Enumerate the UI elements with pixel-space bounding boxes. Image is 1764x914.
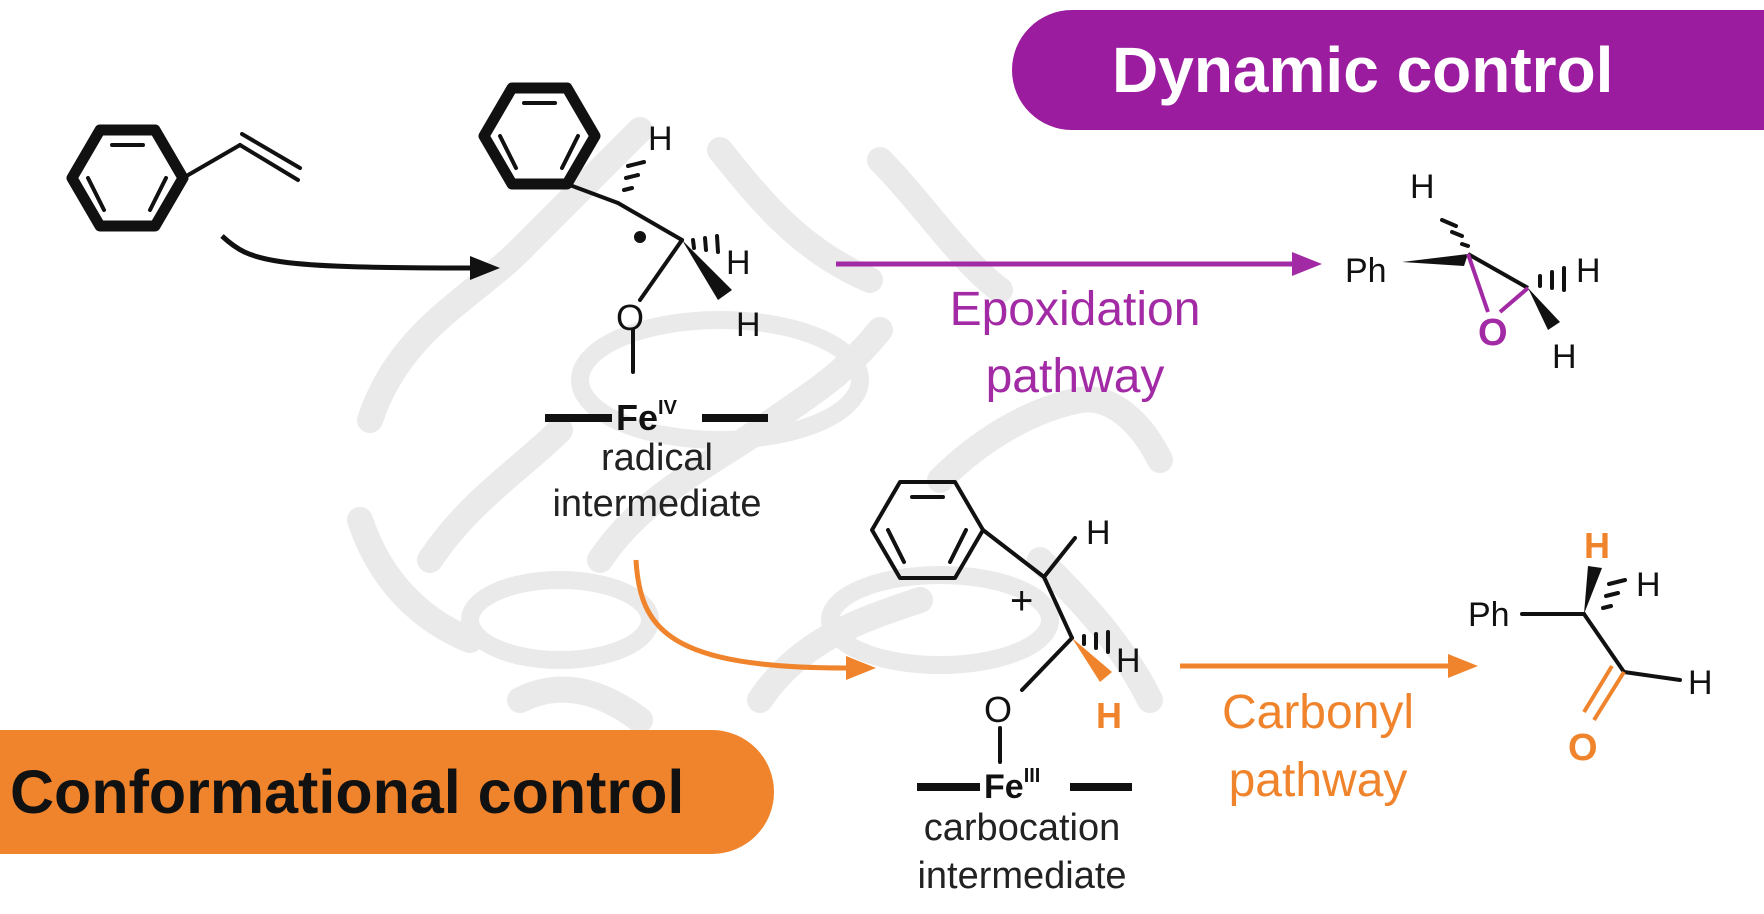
styrene-molecule xyxy=(66,124,302,232)
carbocation-charge: + xyxy=(1010,579,1033,623)
epoxidation-arrow xyxy=(836,252,1322,276)
radical-h-top: H xyxy=(648,120,673,158)
radical-iron-label: FeIV xyxy=(616,397,678,438)
dynamic-control-banner: Dynamic control xyxy=(1012,10,1764,130)
carbonyl-label-line2: pathway xyxy=(1229,754,1408,807)
carbocation-intermediate-structure: + H H H O FeIII carbocation intermediate xyxy=(870,480,1141,897)
radical-intermediate-structure: H H H O FeIV radical intermediate xyxy=(478,82,768,525)
carbocation-h-bottom: H xyxy=(1096,695,1122,736)
aldehyde-product-structure: Ph H H H O xyxy=(1468,525,1713,769)
radical-h-bottom: H xyxy=(736,306,761,344)
epoxide-oxygen: O xyxy=(1478,312,1508,354)
protein-structure-backdrop xyxy=(347,117,1173,733)
epoxide-h-top: H xyxy=(1410,168,1435,206)
carbocation-h-right: H xyxy=(1116,642,1141,680)
epoxide-h-bottom: H xyxy=(1552,338,1577,376)
epoxide-product-structure: Ph H H H O xyxy=(1345,168,1601,376)
epoxide-substituent: Ph xyxy=(1345,252,1387,290)
aldehyde-oxygen: O xyxy=(1568,727,1598,769)
arrow-to-carbocation-intermediate xyxy=(633,559,876,680)
aldehyde-h-aldehydic: H xyxy=(1688,664,1713,702)
aldehyde-h-right: H xyxy=(1636,566,1661,604)
dynamic-control-label: Dynamic control xyxy=(1112,34,1614,106)
carbocation-label-line2: intermediate xyxy=(917,855,1126,897)
carbonyl-label-line1: Carbonyl xyxy=(1222,686,1414,739)
radical-h-right: H xyxy=(726,244,751,282)
carbocation-label-line1: carbocation xyxy=(924,807,1120,849)
arrow-to-radical-intermediate xyxy=(220,234,500,280)
aldehyde-h-top: H xyxy=(1584,525,1610,566)
carbocation-oxygen: O xyxy=(984,689,1012,730)
radical-label-line2: intermediate xyxy=(552,483,761,525)
radical-oxygen: O xyxy=(616,297,644,338)
carbonyl-arrow xyxy=(1180,654,1478,678)
carbocation-h-top: H xyxy=(1086,514,1111,552)
epoxidation-label-line1: Epoxidation xyxy=(950,283,1201,336)
epoxide-h-right: H xyxy=(1576,252,1601,290)
conformational-control-banner: Conformational control xyxy=(0,730,774,854)
radical-label-line1: radical xyxy=(601,437,713,479)
conformational-control-label: Conformational control xyxy=(10,758,685,826)
aldehyde-substituent: Ph xyxy=(1468,596,1510,634)
carbocation-iron-label: FeIII xyxy=(984,765,1040,806)
epoxidation-label-line2: pathway xyxy=(986,350,1165,403)
